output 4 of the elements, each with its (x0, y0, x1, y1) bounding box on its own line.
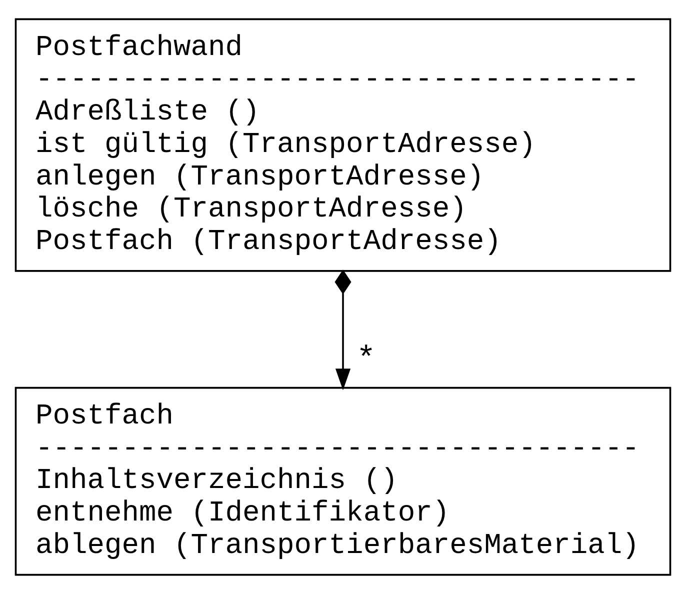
edge-label: * (356, 340, 376, 378)
node-box: Postfachwand ----------------------------------- Adreßliste () ist gültig (TransportAdresse) anlegen (TransportAdresse) lösche (TransportAdresse) Postfach (TransportAdresse) (14, 18, 672, 272)
node-box: Postfach ----------------------------------- Inhaltsverzeichnis () entnehme (Identifikator) ablegen (TransportierbaresMaterial) (14, 386, 672, 576)
arrow (334, 270, 352, 390)
